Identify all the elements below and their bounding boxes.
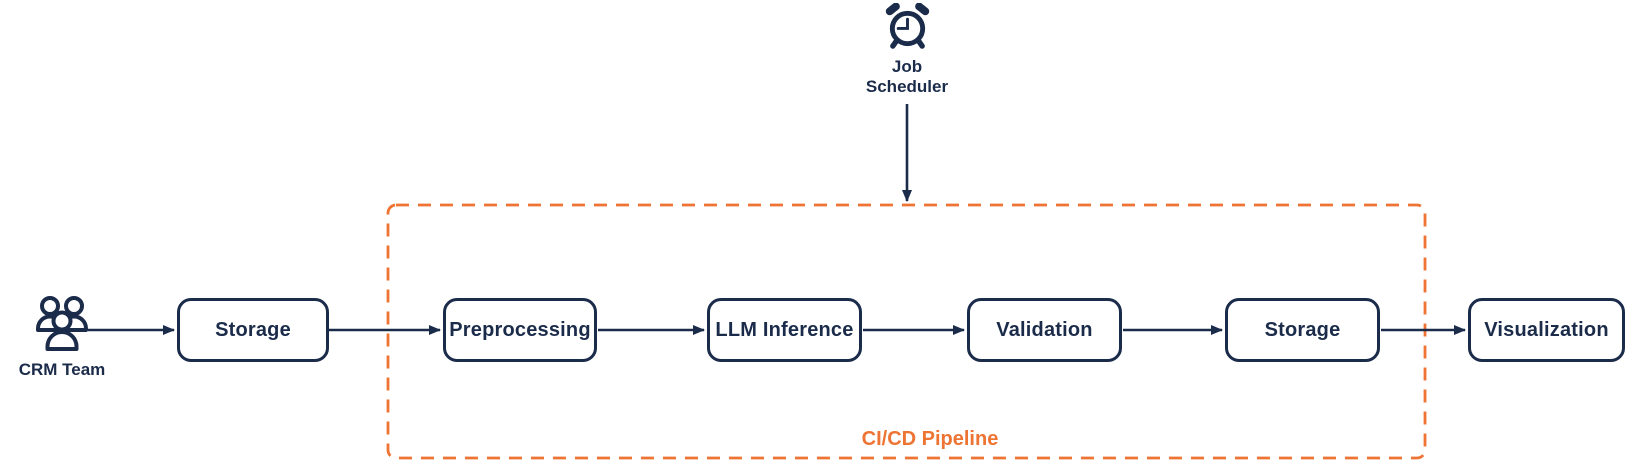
job-scheduler-label: Job Scheduler [865,57,949,96]
team-icon [36,293,88,353]
node-label: Storage [215,318,291,341]
crm-team-label: CRM Team [18,360,106,379]
cicd-pipeline-boundary [386,203,1427,460]
node-storage-2: Storage [1225,298,1380,362]
node-label: Validation [996,318,1093,341]
node-llm-inference: LLM Inference [707,298,862,362]
node-validation: Validation [967,298,1122,362]
node-storage-1: Storage [177,298,329,362]
node-label: Preprocessing [449,318,591,341]
node-label: Storage [1264,318,1341,341]
node-label: LLM Inference [715,318,854,341]
crm-team: CRM Team [10,293,114,380]
cicd-pipeline-label: CI/CD Pipeline [861,428,999,450]
job-scheduler: Job Scheduler [832,2,982,97]
node-label: Visualization [1484,318,1609,341]
node-preprocessing: Preprocessing [443,298,597,362]
alarm-clock-icon [884,2,931,50]
node-visualization: Visualization [1468,298,1625,362]
